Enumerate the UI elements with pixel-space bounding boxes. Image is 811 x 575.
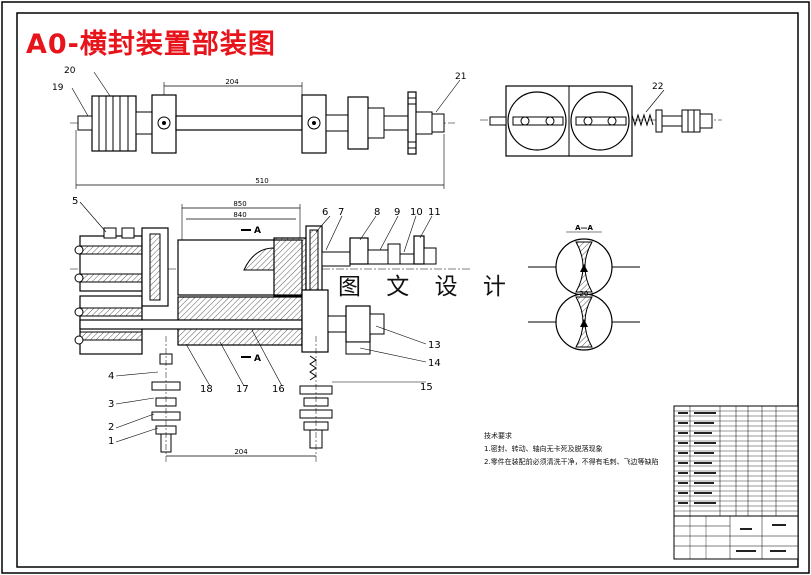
notes-line-2: 2.零件在装配前必须清洗干净，不得有毛刺、飞边等缺陷 xyxy=(484,458,659,466)
section-view-label: A—A xyxy=(575,224,593,232)
label-20: 20 xyxy=(64,66,76,76)
section-mark-upper: A xyxy=(254,226,261,236)
top-view xyxy=(70,71,461,189)
dim-bottom-span: 204 xyxy=(234,448,248,456)
dim-top-span: 204 xyxy=(225,78,239,86)
label-5: 5 xyxy=(72,196,78,207)
section-mark-lower: A xyxy=(254,354,261,364)
technical-notes: 技术要求 1.密封、转动、轴向无卡死及脱落现象 2.零件在装配前必须清洗干净，不… xyxy=(484,430,659,469)
label-2: 2 xyxy=(108,422,114,433)
label-7: 7 xyxy=(338,207,344,218)
label-16: 16 xyxy=(272,384,285,395)
label-10: 10 xyxy=(410,207,423,218)
title-block xyxy=(673,515,799,560)
section-a-a xyxy=(528,231,640,351)
label-3: 3 xyxy=(108,399,114,410)
notes-heading: 技术要求 xyxy=(484,432,512,440)
label-4: 4 xyxy=(108,371,114,382)
parts-list xyxy=(673,405,799,517)
end-view xyxy=(480,85,722,157)
label-8: 8 xyxy=(374,207,380,218)
label-21: 21 xyxy=(455,72,466,82)
label-15: 15 xyxy=(420,382,433,393)
dim-bore-lower: 840 xyxy=(233,211,246,219)
label-18: 18 xyxy=(200,384,213,395)
dim-bore-upper: 850 xyxy=(233,200,246,208)
label-13: 13 xyxy=(428,340,441,351)
label-19: 19 xyxy=(52,83,64,93)
label-11: 11 xyxy=(428,207,441,218)
label-22: 22 xyxy=(652,82,663,92)
label-14: 14 xyxy=(428,358,441,369)
label-9: 9 xyxy=(394,207,400,218)
dim-overall-length: 510 xyxy=(255,177,268,185)
inner-border xyxy=(16,12,799,568)
label-6: 6 xyxy=(322,207,328,218)
notes-line-1: 1.密封、转动、轴向无卡死及脱落现象 xyxy=(484,445,603,453)
section-view xyxy=(70,201,470,462)
label-1: 1 xyxy=(108,436,114,447)
dim-section-depth: 20 xyxy=(580,290,589,298)
drawing-title: A0-横封装置部装图 xyxy=(26,29,276,60)
label-17: 17 xyxy=(236,384,249,395)
watermark: 图 文 设 计 xyxy=(332,270,506,304)
